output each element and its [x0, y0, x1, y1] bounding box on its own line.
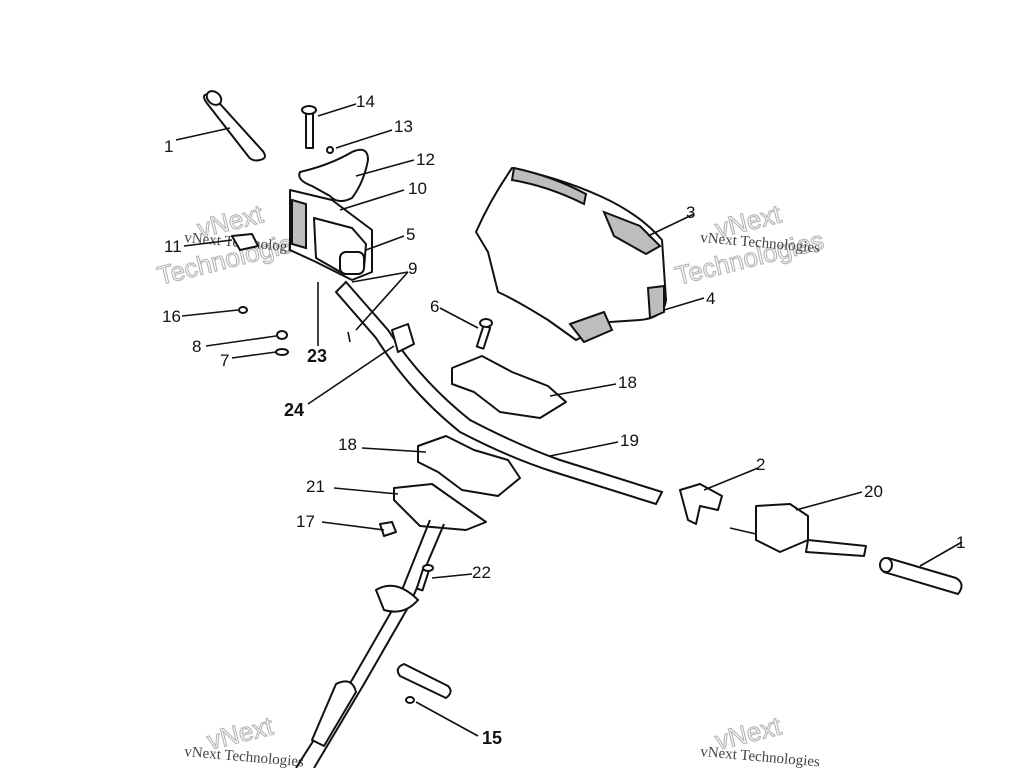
upper-clamp [451, 355, 567, 419]
left-grip [203, 90, 266, 162]
callout-23: 23 [307, 346, 327, 366]
pivot-pin [396, 663, 452, 699]
callout-11: 11 [164, 237, 182, 256]
column-clamp [375, 584, 419, 613]
lower-lever [311, 680, 357, 747]
switch-clip [231, 233, 259, 251]
leader-lines [175, 103, 963, 737]
callout-2: 2 [756, 455, 765, 474]
bar-collar [391, 323, 415, 353]
callout-24: 24 [284, 400, 304, 420]
clamp-bolt [475, 318, 493, 350]
callout-20: 20 [864, 482, 883, 501]
callout-9: 9 [408, 259, 417, 278]
watermark-small: vNext Technologies [700, 744, 821, 768]
callout-19: 19 [620, 431, 639, 450]
lower-clamp [417, 435, 521, 497]
callout-4: 4 [706, 289, 715, 308]
callout-1: 1 [164, 137, 173, 156]
washer [238, 306, 248, 314]
headlight-housing [475, 166, 667, 344]
throttle-lever [298, 148, 369, 202]
washer [276, 330, 288, 340]
callout-18-lower: 18 [338, 435, 357, 454]
nut [379, 521, 397, 537]
callout-16: 16 [162, 307, 181, 326]
callout-17: 17 [296, 512, 315, 531]
callout-8: 8 [192, 337, 201, 356]
pin [301, 105, 317, 149]
callout-1-right: 1 [956, 533, 965, 552]
right-switch [729, 503, 867, 557]
callout-18-upper: 18 [618, 373, 637, 392]
callout-labels: 1 14 13 12 10 11 5 9 16 8 7 23 24 3 4 6 … [162, 92, 965, 748]
handlebar [334, 280, 664, 506]
small-bolt [347, 331, 351, 343]
pin-clip [405, 696, 415, 704]
callout-12: 12 [416, 150, 435, 169]
mount-plate [393, 483, 487, 531]
clip [326, 146, 334, 154]
callout-3: 3 [686, 203, 695, 222]
callout-21: 21 [306, 477, 325, 496]
brake-lever [679, 483, 723, 525]
right-grip [879, 557, 963, 595]
watermark-bottom-right: vNext vNext Technologies [700, 710, 821, 768]
callout-5: 5 [406, 225, 415, 244]
callout-13: 13 [394, 117, 413, 136]
callout-22: 22 [472, 563, 491, 582]
washer [275, 348, 289, 356]
callout-15: 15 [482, 728, 502, 748]
watermark-bottom-left: vNext vNext Technologies [184, 710, 305, 768]
callout-10: 10 [408, 179, 427, 198]
switch-housing [289, 189, 373, 281]
screw [415, 564, 434, 592]
callout-7: 7 [220, 351, 229, 370]
callout-6: 6 [430, 297, 439, 316]
callout-14: 14 [356, 92, 375, 111]
